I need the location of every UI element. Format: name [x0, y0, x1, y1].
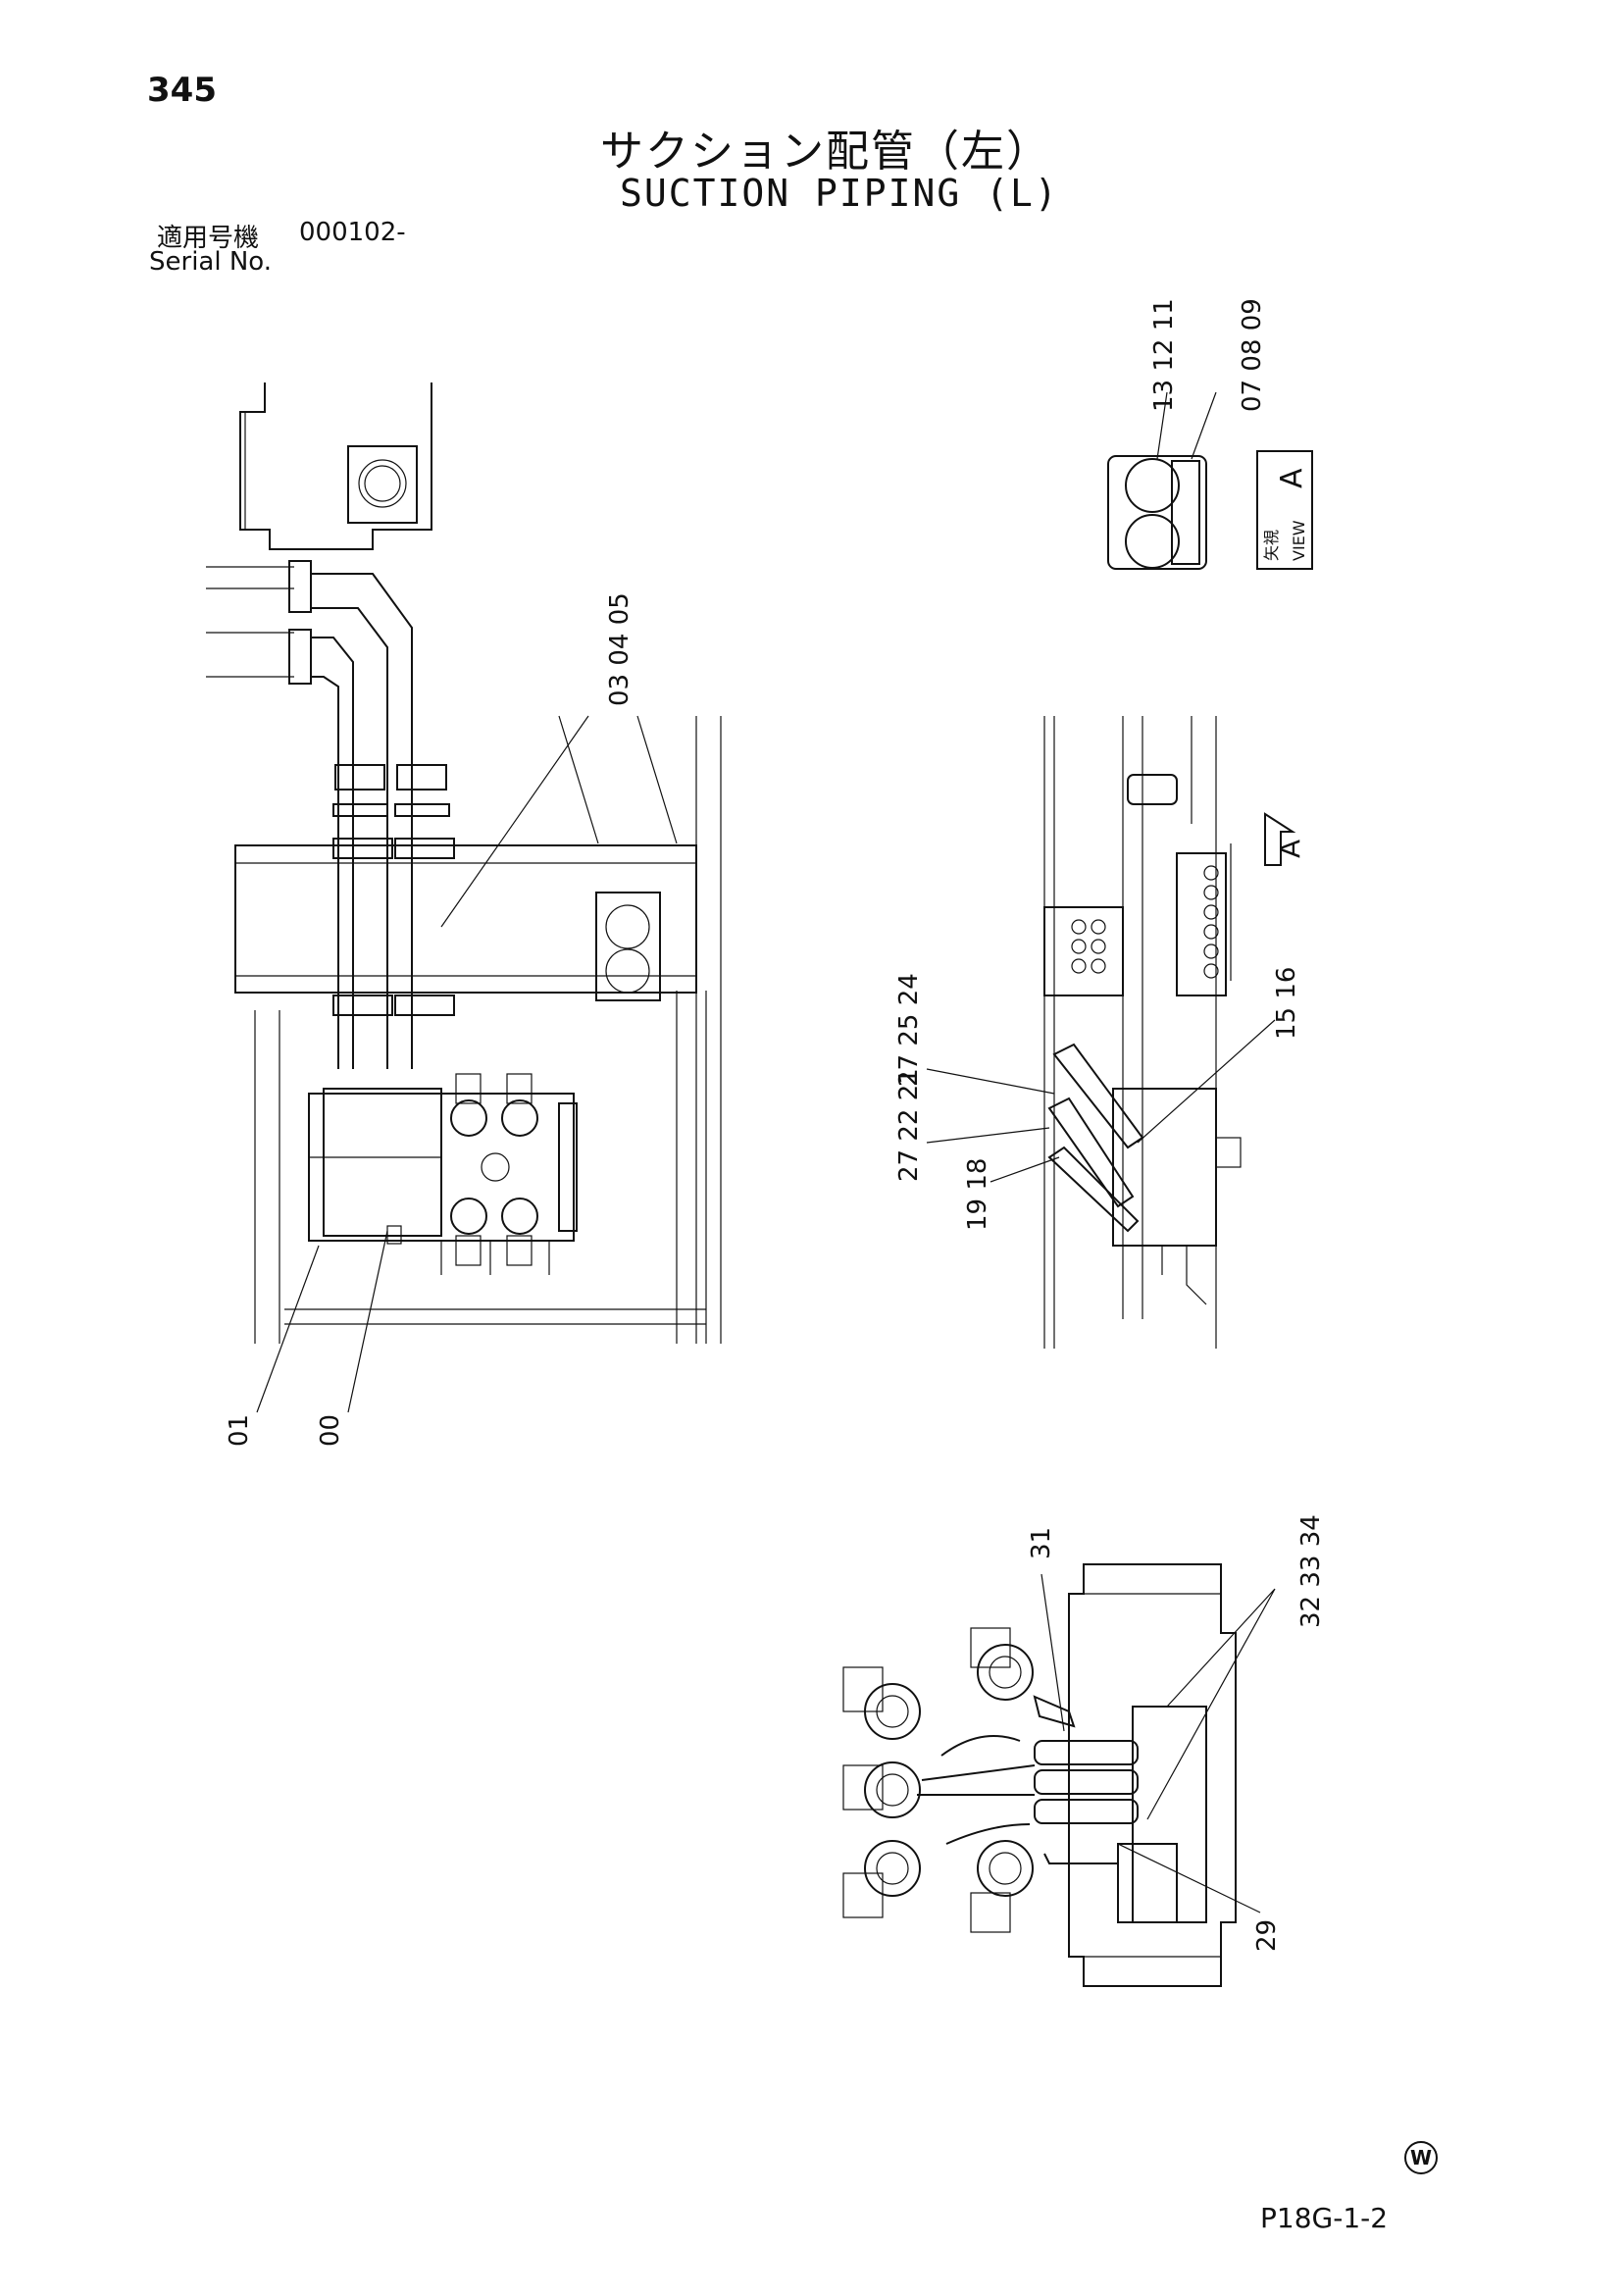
callout-15-16: 15 16: [1272, 967, 1301, 1040]
view-box-letter: A: [1275, 468, 1309, 488]
title-english: SUCTION PIPING (L): [620, 172, 1059, 215]
view-direction-arrow: [1264, 812, 1296, 866]
callout-31: 31: [1027, 1527, 1056, 1559]
page-number: 345: [147, 71, 217, 110]
serial-number-value: 000102-: [299, 218, 406, 247]
side-view-right: [926, 716, 1276, 1349]
title-japanese: サクション配管（左）: [600, 127, 1051, 177]
w-mark: W: [1404, 2141, 1438, 2174]
view-a-detail: [1107, 391, 1217, 570]
view-box-label-japanese: 矢視: [1262, 530, 1281, 561]
callout-07-08-09: 07 08 09: [1238, 298, 1267, 412]
callout-27-22-21: 27 22 21: [894, 1068, 924, 1182]
view-a-box: [1256, 450, 1313, 570]
callout-29: 29: [1252, 1919, 1282, 1952]
callout-01: 01: [225, 1414, 254, 1447]
callout-19-18: 19 18: [963, 1158, 992, 1231]
serial-label-japanese: 適用号機: [157, 224, 260, 253]
plan-view-bottom: [842, 1563, 1276, 1987]
page-code: P18G-1-2: [1260, 2202, 1389, 2234]
callout-27-25-24: 27 25 24: [894, 973, 924, 1087]
view-arrow-letter: A: [1274, 840, 1306, 858]
callout-03-04-05: 03 04 05: [605, 592, 634, 706]
main-view-left: [206, 383, 722, 1413]
view-box-label-english: VIEW: [1290, 520, 1308, 561]
callout-13-12-11: 13 12 11: [1149, 298, 1179, 412]
serial-label-english: Serial No.: [149, 247, 272, 277]
callout-00: 00: [316, 1414, 345, 1447]
callout-32-33-34: 32 33 34: [1296, 1514, 1326, 1628]
